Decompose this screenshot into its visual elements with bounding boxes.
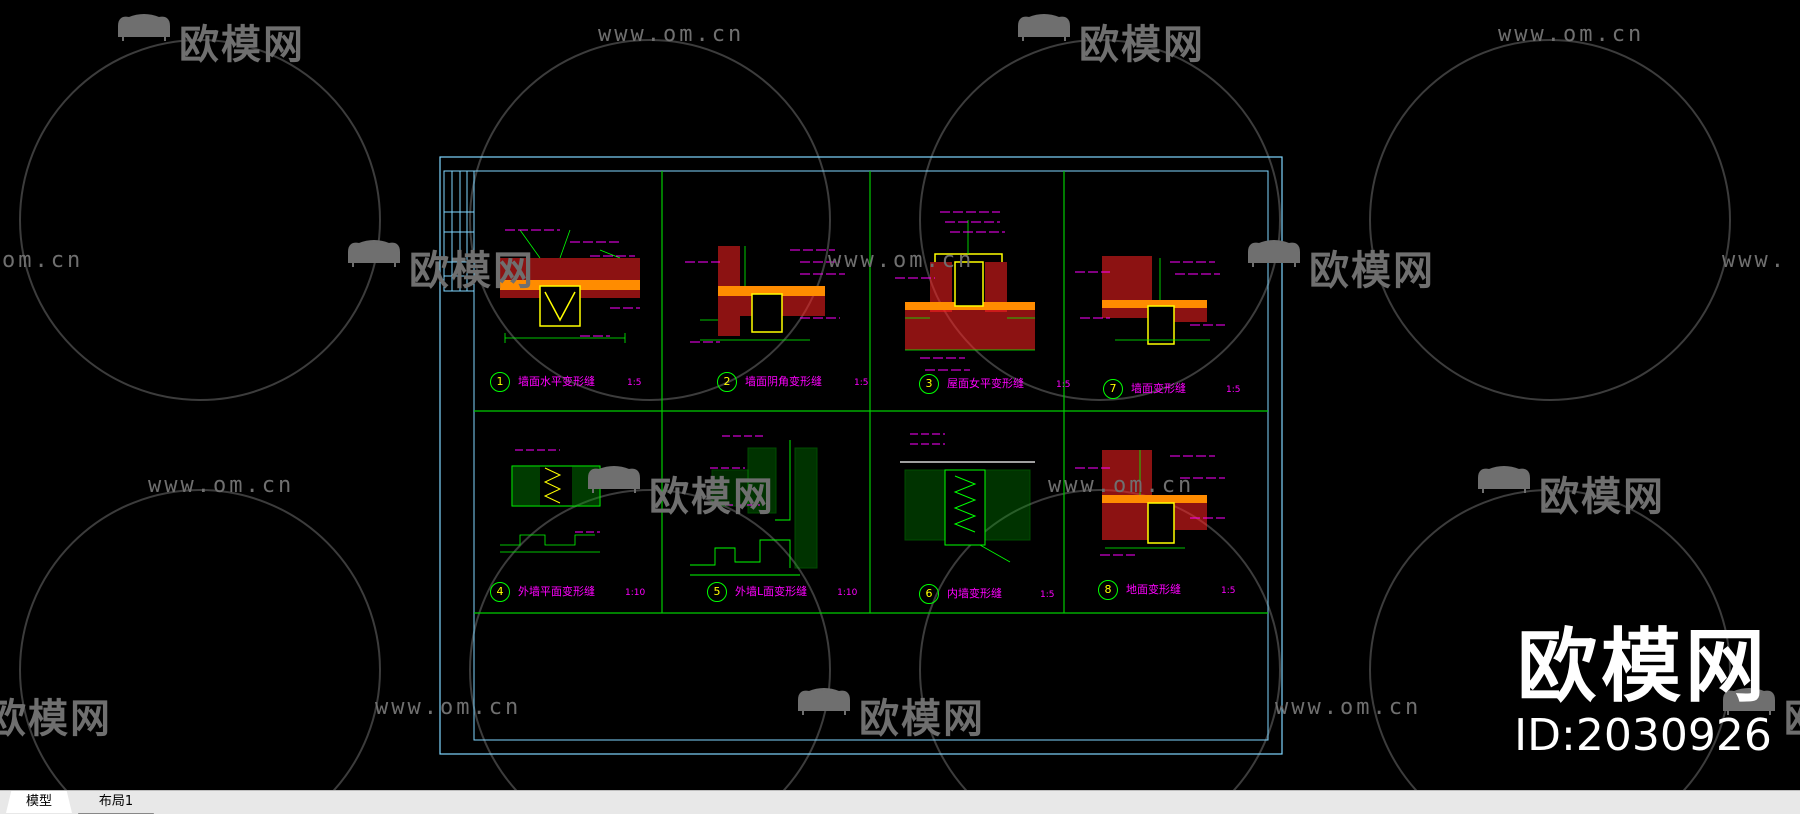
detail-number: 5: [707, 582, 727, 602]
detail-2-drawing: [685, 246, 845, 343]
detail-6-drawing: [900, 433, 1035, 563]
watermark-logo: 欧模网: [345, 238, 535, 296]
watermark-logo: 欧模网: [585, 464, 775, 522]
detail-number: 8: [1098, 580, 1118, 600]
watermark-logo: 欧模网: [1475, 464, 1665, 522]
detail-number: 4: [490, 582, 510, 602]
watermark-logo: 欧模网: [1720, 686, 1800, 744]
detail-number: 3: [919, 374, 939, 394]
layout-tab-bar: 模型 布局1: [0, 790, 1800, 814]
sofa-icon: [115, 14, 173, 60]
watermark-url: www.: [1722, 248, 1787, 273]
model-id-text: ID:2030926: [1514, 710, 1772, 761]
sofa-icon: [1720, 688, 1778, 734]
detail-number: 2: [717, 372, 737, 392]
watermark-url: www.om.cn: [375, 695, 522, 720]
sofa-icon: [1015, 14, 1073, 60]
tab-model[interactable]: 模型: [6, 791, 72, 813]
watermark-url: www.om.cn: [1048, 473, 1195, 498]
detail-1-drawing: [500, 229, 640, 343]
tab-layout1[interactable]: 布局1: [78, 791, 154, 814]
watermark-logo: 欧模网: [115, 12, 305, 70]
detail-3-drawing: [895, 211, 1035, 371]
watermark-logo: 欧模网: [0, 696, 112, 742]
detail-number: 7: [1103, 379, 1123, 399]
watermark-circles: [19, 39, 1731, 790]
detail-number: 1: [490, 372, 510, 392]
watermark-url: www.om.cn: [148, 473, 295, 498]
watermark-logo: 欧模网: [1015, 12, 1205, 70]
watermark-url: www.om.cn: [598, 22, 745, 47]
sofa-icon: [1245, 240, 1303, 286]
watermark-url: om.cn: [2, 248, 84, 273]
watermark-url: www.om.cn: [1275, 695, 1422, 720]
sofa-icon: [585, 466, 643, 512]
detail-number: 6: [919, 584, 939, 604]
watermark-logo: 欧模网: [1245, 238, 1435, 296]
brand-logo-text: 欧模网: [1517, 620, 1769, 713]
watermark-logo: 欧模网: [795, 686, 985, 744]
sofa-icon: [345, 240, 403, 286]
sofa-icon: [795, 688, 853, 734]
cad-drawing-sheet: [439, 156, 1283, 755]
detail-5-drawing: [690, 435, 818, 576]
detail-7-drawing: [1075, 256, 1225, 345]
sofa-icon: [1475, 466, 1533, 512]
detail-8-drawing: [1075, 450, 1225, 556]
watermark-url: www.om.cn: [1498, 22, 1645, 47]
watermark-url: www.om.cn: [828, 248, 975, 273]
